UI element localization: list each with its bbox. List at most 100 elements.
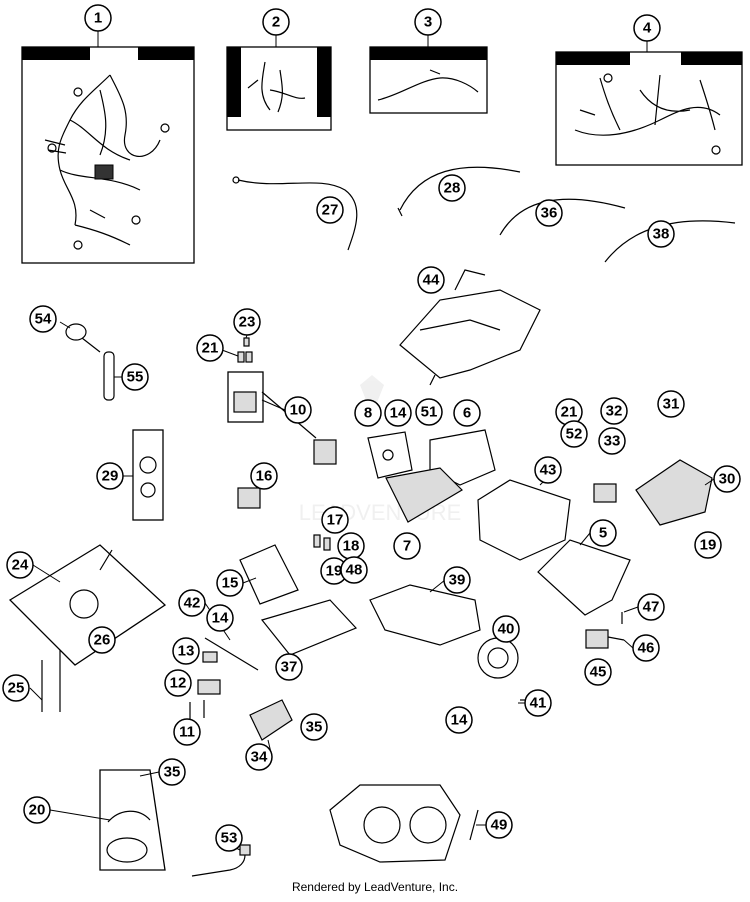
callout-10[interactable]: 10 xyxy=(284,396,312,424)
callout-14[interactable]: 14 xyxy=(445,706,473,734)
part-29-socket[interactable] xyxy=(132,429,164,521)
callout-46[interactable]: 46 xyxy=(632,634,660,662)
callout-41[interactable]: 41 xyxy=(524,689,552,717)
callout-48[interactable]: 48 xyxy=(340,556,368,584)
callout-15[interactable]: 15 xyxy=(216,569,244,597)
callout-40[interactable]: 40 xyxy=(492,615,520,643)
callout-29[interactable]: 29 xyxy=(96,462,124,490)
callout-label: 48 xyxy=(346,562,363,579)
callout-23[interactable]: 23 xyxy=(233,308,261,336)
part-2-harness-adapter[interactable] xyxy=(226,46,332,131)
callout-53[interactable]: 53 xyxy=(215,824,243,852)
callout-32[interactable]: 32 xyxy=(600,397,628,425)
part-4-sub-harness[interactable] xyxy=(555,51,743,166)
callout-37[interactable]: 37 xyxy=(275,653,303,681)
callout-35[interactable]: 35 xyxy=(158,758,186,786)
part-24-ignition[interactable] xyxy=(8,544,167,666)
callout-49[interactable]: 49 xyxy=(485,811,513,839)
callout-44[interactable]: 44 xyxy=(417,266,445,294)
callout-1[interactable]: 1 xyxy=(84,4,112,32)
part-34-module[interactable] xyxy=(249,699,293,741)
part-17-18[interactable] xyxy=(313,534,331,551)
callout-8[interactable]: 8 xyxy=(354,399,382,427)
part-16-connector[interactable] xyxy=(237,487,261,509)
part-20-horn-bracket[interactable] xyxy=(99,769,166,871)
callout-label: 25 xyxy=(8,680,25,697)
callout-39[interactable]: 39 xyxy=(443,566,471,594)
callout-18[interactable]: 18 xyxy=(337,532,365,560)
callout-30[interactable]: 30 xyxy=(713,465,741,493)
callout-11[interactable]: 11 xyxy=(173,718,201,746)
callout-28[interactable]: 28 xyxy=(438,174,466,202)
callout-2[interactable]: 2 xyxy=(262,8,290,36)
callout-43[interactable]: 43 xyxy=(534,456,562,484)
callout-12[interactable]: 12 xyxy=(164,669,192,697)
callout-31[interactable]: 31 xyxy=(657,390,685,418)
callout-54[interactable]: 54 xyxy=(29,305,57,333)
part-49-rod[interactable] xyxy=(469,809,479,841)
part-10-relay[interactable] xyxy=(227,371,337,465)
part-36-cable[interactable] xyxy=(499,198,626,236)
callout-3[interactable]: 3 xyxy=(414,8,442,36)
part-25-bolts[interactable] xyxy=(41,650,61,712)
part-5-battery-box[interactable] xyxy=(537,539,631,616)
callout-4[interactable]: 4 xyxy=(633,14,661,42)
callout-55[interactable]: 55 xyxy=(121,363,149,391)
part-13-12-11[interactable] xyxy=(189,651,221,720)
part-1-main-harness[interactable] xyxy=(21,46,195,264)
callout-42[interactable]: 42 xyxy=(178,589,206,617)
part-42-rod[interactable] xyxy=(204,637,259,671)
part-throttle-body[interactable] xyxy=(329,784,461,863)
part-37-panel[interactable] xyxy=(260,599,358,656)
callout-14[interactable]: 14 xyxy=(206,604,234,632)
callout-33[interactable]: 33 xyxy=(598,427,626,455)
callout-19[interactable]: 19 xyxy=(694,531,722,559)
part-30-control-unit[interactable] xyxy=(635,459,713,526)
callout-17[interactable]: 17 xyxy=(321,506,349,534)
callout-38[interactable]: 38 xyxy=(647,220,675,248)
part-39-holder[interactable] xyxy=(369,584,481,646)
part-23-fuse[interactable] xyxy=(243,337,250,347)
callout-label: 30 xyxy=(719,471,736,488)
part-43-battery[interactable] xyxy=(477,479,571,561)
callout-21[interactable]: 21 xyxy=(196,334,224,362)
part-45-sensor[interactable] xyxy=(585,629,625,649)
callout-34[interactable]: 34 xyxy=(245,743,273,771)
callout-5[interactable]: 5 xyxy=(589,519,617,547)
callout-51[interactable]: 51 xyxy=(415,398,443,426)
part-40-horn[interactable] xyxy=(477,637,519,679)
callout-24[interactable]: 24 xyxy=(6,551,34,579)
callout-25[interactable]: 25 xyxy=(2,674,30,702)
callout-26[interactable]: 26 xyxy=(88,626,116,654)
callout-14[interactable]: 14 xyxy=(384,399,412,427)
part-44-tray[interactable] xyxy=(399,269,541,386)
callout-label: 13 xyxy=(178,643,195,660)
part-54-cable-tie[interactable] xyxy=(65,323,101,353)
callout-52[interactable]: 52 xyxy=(560,420,588,448)
part-28-cable[interactable] xyxy=(397,166,521,217)
callout-21[interactable]: 21 xyxy=(555,398,583,426)
part-27-cable[interactable] xyxy=(232,176,358,251)
callout-13[interactable]: 13 xyxy=(172,637,200,665)
callout-45[interactable]: 45 xyxy=(584,658,612,686)
part-52-relay[interactable] xyxy=(593,483,617,503)
callout-19[interactable]: 19 xyxy=(320,557,348,585)
part-7-ecu[interactable] xyxy=(385,467,463,523)
part-15-fuse-box[interactable] xyxy=(239,544,299,605)
callout-6[interactable]: 6 xyxy=(453,399,481,427)
part-6-cover[interactable] xyxy=(429,429,496,486)
part-55-clip[interactable] xyxy=(103,351,115,401)
part-53-sensor-lead[interactable] xyxy=(191,844,251,877)
callout-label: 55 xyxy=(127,369,144,386)
callout-27[interactable]: 27 xyxy=(316,196,344,224)
callout-20[interactable]: 20 xyxy=(23,796,51,824)
callout-36[interactable]: 36 xyxy=(535,199,563,227)
callout-7[interactable]: 7 xyxy=(393,532,421,560)
part-8-bracket[interactable] xyxy=(367,431,413,479)
part-21-fuse[interactable] xyxy=(237,351,253,363)
callout-16[interactable]: 16 xyxy=(250,462,278,490)
callout-47[interactable]: 47 xyxy=(637,593,665,621)
part-3-cable[interactable] xyxy=(369,46,488,114)
callout-35[interactable]: 35 xyxy=(300,713,328,741)
